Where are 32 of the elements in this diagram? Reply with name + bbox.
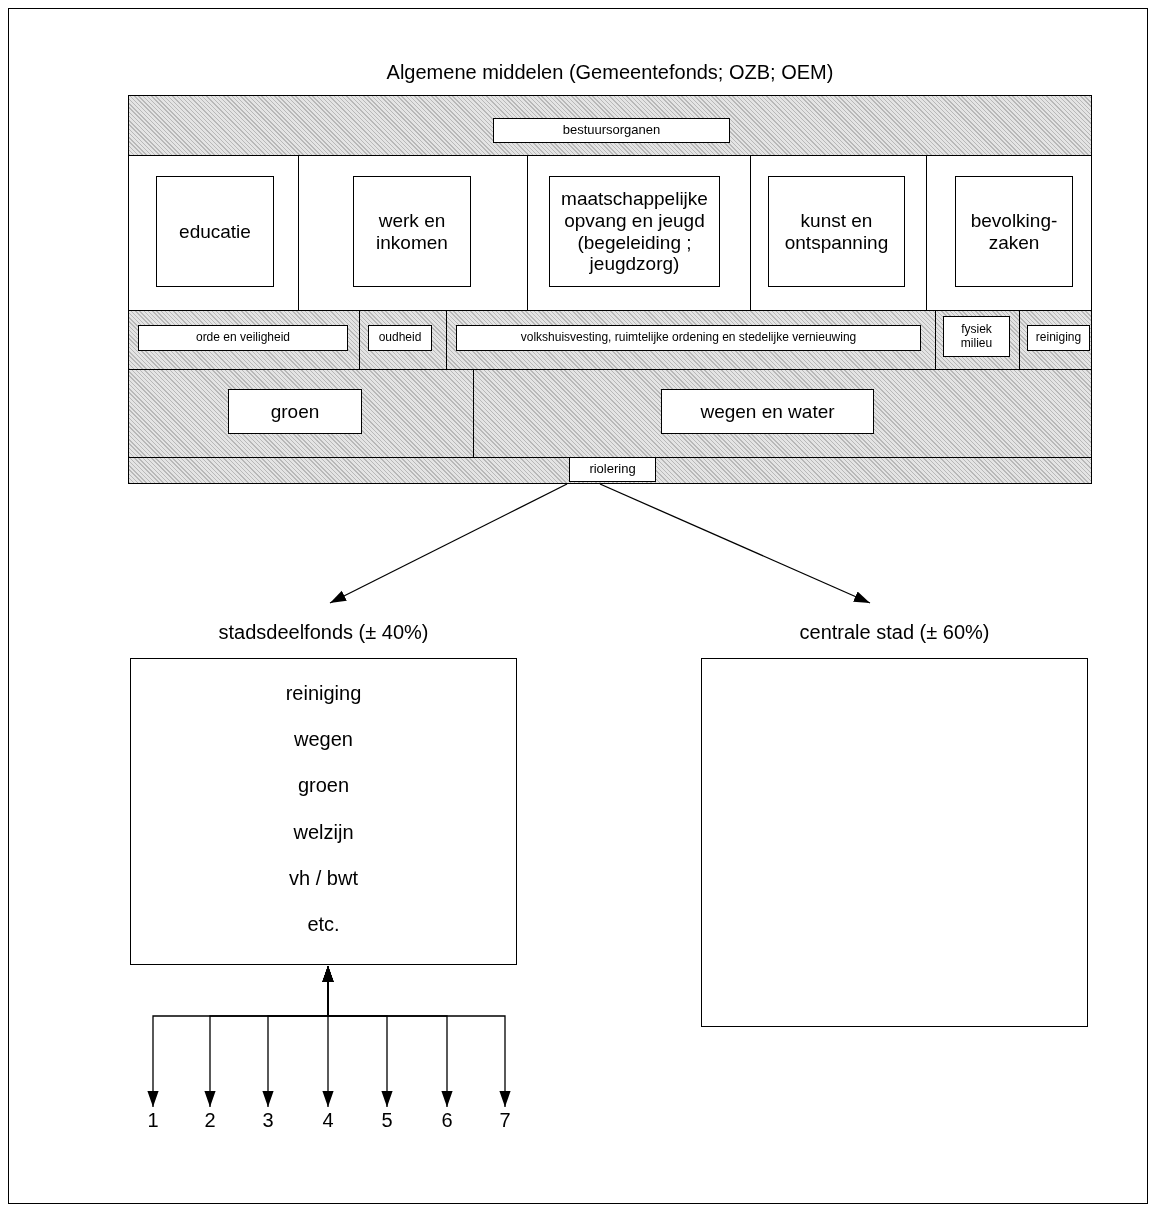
arrow [599,483,871,604]
budget-item-box: reiniging [1027,325,1090,351]
panel-heading: Algemene middelen (Gemeentefonds; OZB; OEM) [385,61,835,84]
district-number: 7 [490,1109,520,1132]
budget-item-box: wegen en water [661,389,874,434]
budget-item-box: kunst en ontspanning [768,176,905,287]
fund-heading: stadsdeelfonds (± 40%) [217,621,430,644]
list-item: vh / bwt [288,866,359,890]
district-number: 6 [432,1109,462,1132]
budget-item-box: bestuursorganen [493,118,730,143]
budget-item-box: fysiek milieu [943,316,1010,357]
list-item: reiniging [284,682,363,705]
budget-item-box: oudheid [368,325,432,351]
budget-item-box: bevolking-zaken [955,176,1073,287]
district-number: 4 [313,1109,343,1132]
budget-item-box: maatschappelijke opvang en jeugd (begeleiding ; jeugdzorg) [549,176,720,287]
district-number: 1 [138,1109,168,1132]
fund-heading: centrale stad (± 60%) [798,621,991,644]
list-item: etc. [306,913,341,936]
district-number: 2 [195,1109,225,1132]
list-item: welzijn [292,820,355,844]
arrow [329,483,568,604]
district-number: 3 [253,1109,283,1132]
budget-item-box: werk en inkomen [353,176,471,287]
budget-item-box: orde en veiligheid [138,325,348,351]
budget-item-box: volkshuisvesting, ruimtelijke ordening en stedelijke vernieuwing [456,325,921,351]
list-item: wegen [293,728,354,752]
budget-item-box: groen [228,389,362,434]
list-item: groen [296,774,351,798]
budget-item-box: riolering [569,457,656,482]
budget-item-box: educatie [156,176,274,287]
district-number: 5 [372,1109,402,1132]
